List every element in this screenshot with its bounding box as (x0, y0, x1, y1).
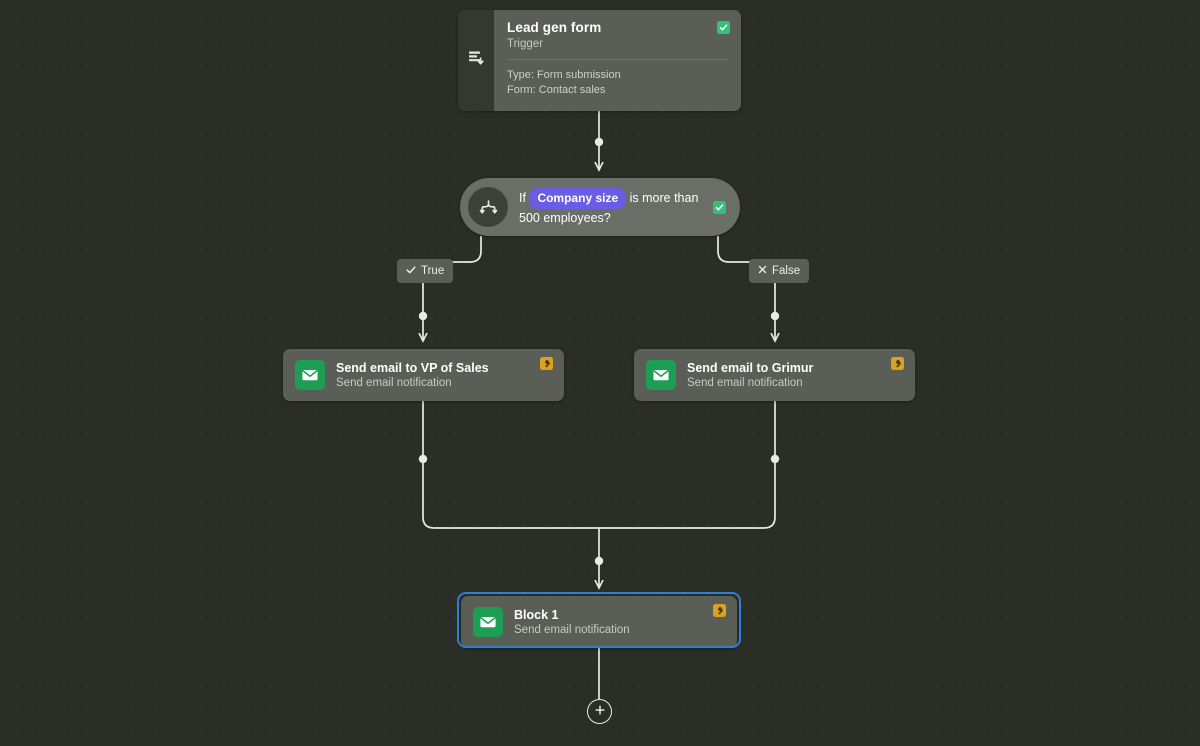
email-icon (646, 360, 676, 390)
branch-label-true[interactable]: True (397, 259, 454, 283)
condition-text: If Company size is more than 500 employe… (508, 187, 713, 227)
action-subtitle: Send email notification (336, 377, 452, 389)
warning-wrench-icon[interactable] (713, 604, 726, 617)
condition-text-before: If (519, 190, 526, 205)
warning-wrench-icon[interactable] (540, 357, 553, 370)
trigger-subtitle: Trigger (507, 38, 543, 50)
trigger-body: Lead gen form Trigger Type: Form submiss… (494, 10, 741, 111)
add-step-button[interactable] (587, 699, 612, 724)
trigger-title: Lead gen form (507, 20, 602, 35)
condition-node[interactable]: If Company size is more than 500 employe… (460, 178, 740, 236)
checkbox-checked-icon[interactable] (717, 21, 730, 34)
trigger-meta-type: Type: Form submission (507, 69, 621, 81)
action-subtitle: Send email notification (514, 624, 630, 636)
branch-split-icon (468, 187, 508, 227)
email-icon (295, 360, 325, 390)
trigger-icon-rail (458, 10, 494, 111)
branch-label-true-text: True (421, 265, 445, 277)
condition-text-after: is more than 500 employees? (519, 190, 699, 225)
form-submission-icon (468, 50, 485, 72)
condition-variable-pill[interactable]: Company size (529, 187, 627, 209)
cross-icon (758, 265, 767, 277)
trigger-meta-form: Form: Contact sales (507, 84, 606, 96)
action-text: Send email to Grimur Send email notifica… (676, 361, 891, 389)
branch-label-false-text: False (772, 265, 801, 277)
action-title: Send email to VP of Sales (336, 361, 489, 375)
trigger-node[interactable]: Lead gen form Trigger Type: Form submiss… (458, 10, 741, 111)
email-icon (473, 607, 503, 637)
action-title: Block 1 (514, 608, 559, 622)
action-text: Send email to VP of Sales Send email not… (325, 361, 540, 389)
action-subtitle: Send email notification (687, 377, 803, 389)
warning-wrench-icon[interactable] (891, 357, 904, 370)
branch-label-false[interactable]: False (749, 259, 810, 283)
action-node-block-1[interactable]: Block 1 Send email notification (461, 596, 737, 648)
divider (507, 59, 729, 60)
action-title: Send email to Grimur (687, 361, 814, 375)
action-node-send-email-grimur[interactable]: Send email to Grimur Send email notifica… (634, 349, 915, 401)
plus-icon (594, 703, 606, 721)
action-node-send-email-vp[interactable]: Send email to VP of Sales Send email not… (283, 349, 564, 401)
checkbox-checked-icon[interactable] (713, 200, 726, 214)
check-icon (406, 265, 416, 278)
action-text: Block 1 Send email notification (503, 608, 713, 636)
